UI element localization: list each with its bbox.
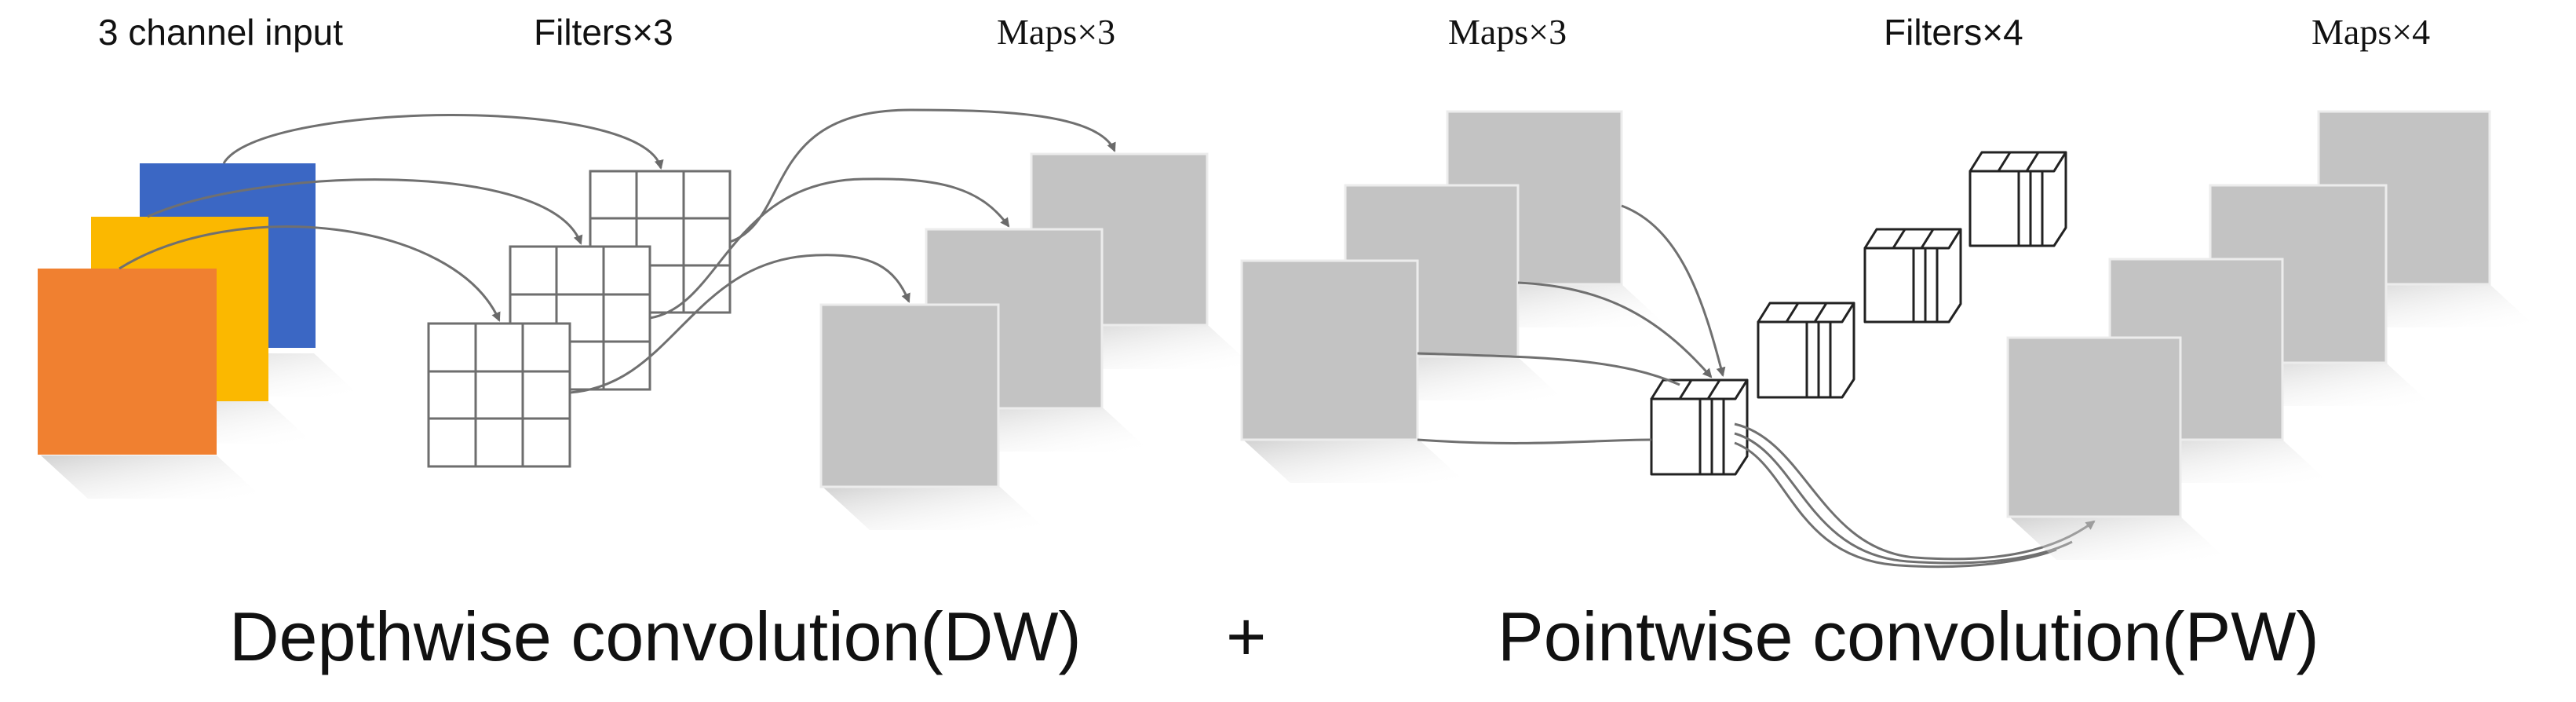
label-dw-filters: Filters×3 (534, 12, 673, 53)
caption-depthwise: Depthwise convolution(DW) (229, 598, 1082, 675)
pw-filter-1 (1968, 151, 2067, 247)
label-3-channel-input: 3 channel input (98, 12, 344, 53)
pw-filters (1650, 151, 2067, 476)
dw-filter-3 (427, 322, 571, 468)
label-pw-maps-out: Maps×4 (2311, 12, 2431, 52)
arrow-pw-filter-to-output-strand-3 (1734, 441, 2057, 569)
dw-filters (427, 170, 732, 468)
pw-in-map-3 (1240, 259, 1419, 441)
arrow-input-to-filter-3 (119, 225, 501, 322)
arrow-pw-filter-to-output-strand-4 (1417, 438, 1652, 444)
pw-input-maps (1240, 110, 1669, 483)
pw-out-map-4 (2006, 336, 2182, 518)
label-pw-filters: Filters×4 (1884, 12, 2023, 53)
pw-filter-3 (1757, 302, 1855, 399)
dw-maps (819, 152, 1256, 530)
label-dw-maps: Maps×3 (997, 12, 1116, 52)
arrow-pw-map-1-to-filter (1621, 204, 1726, 377)
dw-arrows (119, 108, 1116, 394)
arrow-filter-3-to-map-3 (569, 254, 910, 394)
arrow-pw-map-2-to-filter (1517, 281, 1713, 378)
label-pw-maps-in: Maps×3 (1448, 12, 1567, 52)
arrow-filter-2-to-map-2 (649, 177, 1010, 320)
arrow-pw-filter-to-output-strand-2 (1734, 432, 2073, 565)
caption-plus: + (1226, 598, 1267, 675)
arrow-input-to-filter-1 (222, 114, 664, 170)
arrow-input-to-filter-2 (147, 178, 583, 245)
caption-pointwise: Pointwise convolution(PW) (1498, 598, 2319, 675)
input-channels (38, 163, 361, 499)
pw-filter-2 (1863, 228, 1962, 324)
pw-output-maps (2006, 110, 2537, 560)
arrow-filter-1-to-map-1 (729, 108, 1116, 243)
pw-filter-4 (1650, 378, 1749, 476)
dw-map-3 (819, 303, 1000, 488)
arrow-pw-map-3-to-filter (1417, 352, 1680, 386)
input-channel-orange (38, 269, 217, 455)
